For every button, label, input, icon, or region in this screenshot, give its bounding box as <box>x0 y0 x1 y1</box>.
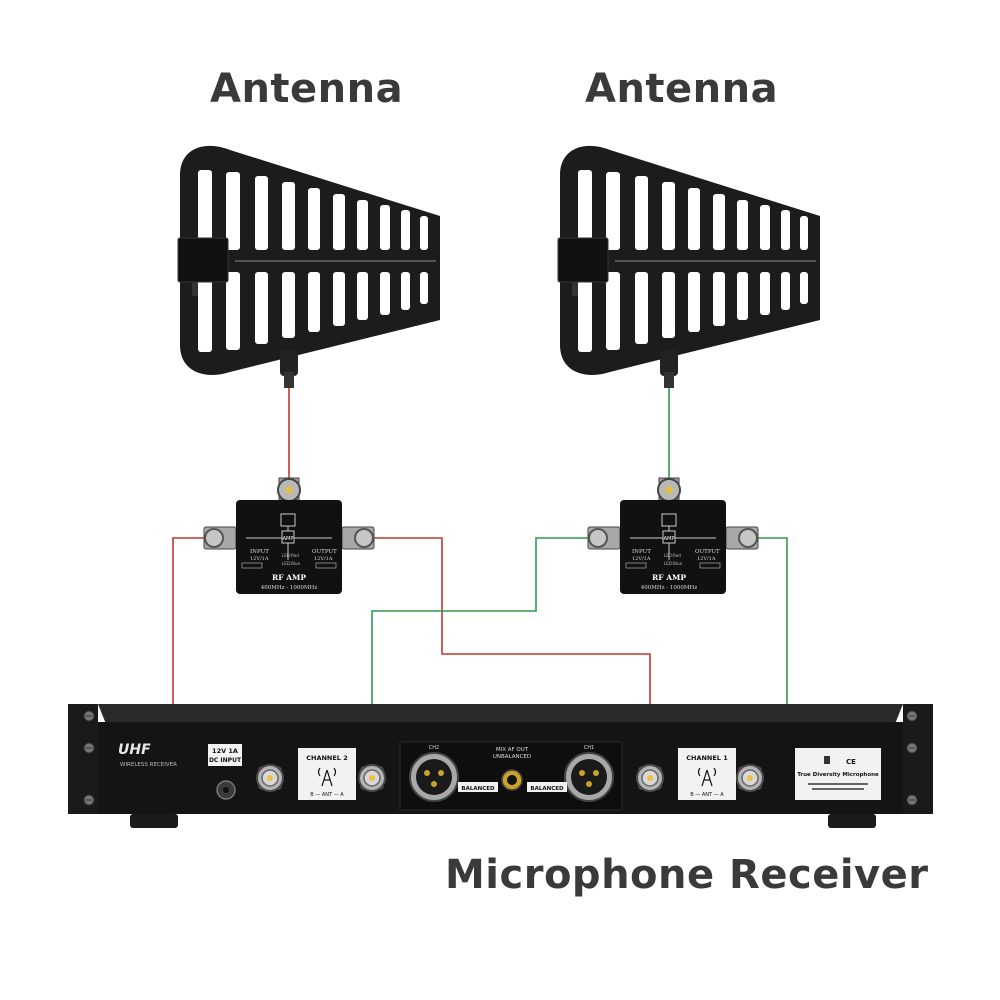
amp-left-led-red: LED:Red <box>282 553 299 558</box>
amp-left-input-spec: 12V/1A <box>250 556 269 562</box>
amp-left-title: RF AMP <box>272 573 306 582</box>
amp-left-range: 400MHz - 1000MHz <box>261 585 318 591</box>
mix-out-label-2: UNBALANCED <box>493 754 531 760</box>
heading-antenna-left: Antenna <box>210 66 404 112</box>
amp-left-amp-label: AMP <box>283 536 294 542</box>
amp-right-input-label: INPUT <box>632 549 651 555</box>
receiver-unit: UHF WIRELESS RECEIVER 12V 1A DC INPUT CH… <box>68 704 933 828</box>
antenna-left <box>177 145 440 388</box>
channel1-ant-label: B — ANT — A <box>690 792 724 798</box>
amp-right-led-blue: LED:Blue <box>664 561 683 566</box>
channel2-antenna-icon <box>317 767 337 787</box>
amp-right-output-spec: 12V/1A <box>697 556 716 562</box>
mix-out-label-1: MIX AF OUT <box>496 747 529 753</box>
power-label-1: 12V 1A <box>212 747 238 755</box>
ch2-xlr-output[interactable] <box>409 752 459 802</box>
cable-amp-left-out-to-ch1-b <box>364 537 651 778</box>
balanced-label-right: BALANCED <box>530 786 564 792</box>
amp-left-output-spec: 12V/1A <box>314 556 333 562</box>
channel1-ant-b-connector[interactable] <box>636 764 664 792</box>
balanced-label-left: BALANCED <box>461 786 495 792</box>
ch1-xlr-output[interactable] <box>564 752 614 802</box>
ch2-short: CH2 <box>429 745 439 751</box>
heading-receiver: Microphone Receiver <box>445 852 929 898</box>
channel2-ant-label: B — ANT — A <box>310 792 344 798</box>
amp-right-led-red: LED:Red <box>664 553 681 558</box>
amp-right-amp-label: AMP <box>664 536 675 542</box>
amp-left-output-label: OUTPUT <box>312 549 337 555</box>
product-label-sticker <box>795 748 881 800</box>
receiver-subtitle: WIRELESS RECEIVER <box>120 762 177 768</box>
heading-antenna-right: Antenna <box>585 66 779 112</box>
channel2-ant-a-connector[interactable] <box>358 764 386 792</box>
receiver-brand: UHF <box>118 742 151 758</box>
product-label-text: True Diversity Microphone <box>797 772 879 778</box>
amp-right-title: RF AMP <box>652 573 686 582</box>
mix-af-out-jack[interactable] <box>501 769 523 791</box>
amp-left-led-blue: LED:Blue <box>282 561 301 566</box>
svg-text:CE: CE <box>846 758 856 766</box>
amp-right-range: 400MHz - 1000MHz <box>641 585 698 591</box>
channel2-ant-b-connector[interactable] <box>256 764 284 792</box>
rf-amp-left: AMP INPUT 12V/1A OUTPUT 12V/1A LED:Red L… <box>203 477 375 594</box>
channel1-name: CHANNEL 1 <box>686 754 728 762</box>
channel2-name: CHANNEL 2 <box>306 754 348 762</box>
ch1-short: CH1 <box>584 745 594 751</box>
rf-amp-right: AMP INPUT 12V/1A OUTPUT 12V/1A LED:Red L… <box>587 477 759 594</box>
channel1-antenna-icon <box>697 767 717 787</box>
channel1-label-panel <box>678 748 736 800</box>
amp-left-input-label: INPUT <box>250 549 269 555</box>
channel2-label-panel <box>298 748 356 800</box>
channel1-ant-a-connector[interactable] <box>736 764 764 792</box>
amp-right-output-label: OUTPUT <box>695 549 720 555</box>
cable-amp-right-in-to-ch2-a <box>371 537 598 778</box>
antenna-right <box>557 145 820 388</box>
power-label-2: DC INPUT <box>209 757 242 764</box>
amp-right-input-spec: 12V/1A <box>632 556 651 562</box>
